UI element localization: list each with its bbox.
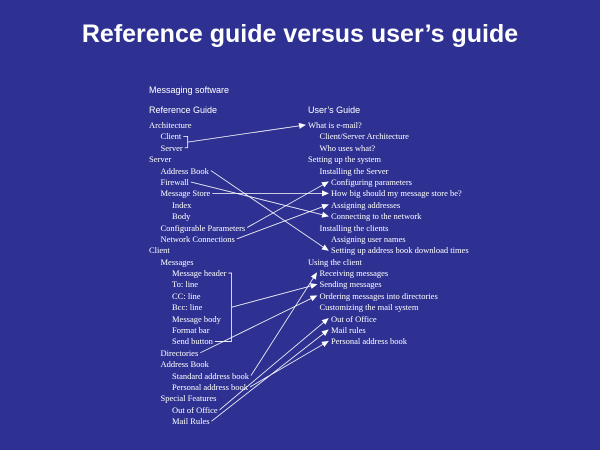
users-guide-item: Personal address book	[331, 336, 408, 347]
users-guide-item: How big should my message store be?	[331, 188, 462, 199]
reference-guide-item: Body	[172, 211, 191, 222]
reference-guide-item: Architecture	[149, 120, 192, 130]
reference-guide-item: Format bar	[172, 325, 210, 336]
users-guide-item: Setting up the system	[308, 154, 381, 165]
reference-guide-item: Directories	[160, 347, 199, 358]
users-guide-item: Connecting to the network	[331, 211, 422, 222]
reference-guide-item: Server	[149, 154, 172, 165]
reference-guide-heading: Reference Guide	[149, 105, 218, 115]
reference-guide-item: Message Store	[160, 188, 211, 199]
reference-guide-item: Message body	[172, 313, 221, 324]
users-guide-list: What is e-mail?Client/Server Architectur…	[308, 120, 469, 348]
reference-guide-item: To: line	[172, 279, 199, 290]
users-guide-item: What is e-mail?	[308, 120, 362, 130]
users-guide-item: Configuring parameters	[331, 176, 412, 187]
users-guide-heading: User’s Guide	[308, 105, 361, 115]
reference-guide-item: Out of Office	[172, 404, 218, 415]
reference-guide-item: Configurable Parameters	[160, 222, 246, 233]
users-guide-item: Client/Server Architecture	[319, 131, 409, 142]
users-guide-item: Who uses what?	[319, 142, 376, 153]
reference-guide-item: Message header	[172, 268, 227, 279]
reference-guide-item: Network Connections	[160, 233, 235, 244]
reference-guide-item: Client	[149, 245, 170, 256]
reference-guide-item: Client	[160, 131, 182, 142]
reference-guide-item: Send button	[172, 336, 213, 347]
slide-title: Reference guide versus user’s guide	[81, 20, 519, 48]
diagram-panel: Messaging software Reference Guide User’…	[142, 76, 480, 430]
reference-guide-item: Index	[172, 199, 192, 210]
reference-guide-item: CC: line	[172, 290, 201, 301]
reference-guide-item: Personal address book	[172, 381, 249, 392]
users-guide-item: Using the client	[308, 256, 362, 267]
users-guide-item: Setting up address book download times	[331, 245, 469, 256]
users-guide-item: Sending messages	[319, 279, 382, 290]
users-guide-item: Customizing the mail system	[319, 302, 419, 313]
users-guide-item: Assigning addresses	[331, 199, 401, 210]
users-guide-item: Installing the clients	[319, 222, 389, 233]
reference-guide-item: Server	[160, 142, 183, 153]
reference-guide-item: Standard address book	[172, 370, 249, 381]
reference-guide-item: Bcc: line	[172, 302, 203, 313]
users-guide-item: Installing the Server	[319, 165, 389, 176]
reference-guide-item: Messages	[160, 256, 194, 267]
reference-guide-item: Firewall	[160, 176, 189, 187]
reference-guide-item: Special Features	[160, 393, 217, 404]
reference-guide-item: Address Book	[160, 359, 209, 370]
users-guide-item: Ordering messages into directories	[319, 290, 438, 301]
reference-guide-item: Address Book	[160, 165, 209, 176]
users-guide-item: Assigning user names	[331, 233, 406, 244]
users-guide-item: Receiving messages	[319, 268, 389, 279]
users-guide-item: Mail rules	[331, 325, 366, 336]
diagram-subtitle: Messaging software	[149, 85, 230, 95]
reference-guide-item: Mail Rules	[172, 416, 210, 427]
users-guide-item: Out of Office	[331, 313, 377, 324]
